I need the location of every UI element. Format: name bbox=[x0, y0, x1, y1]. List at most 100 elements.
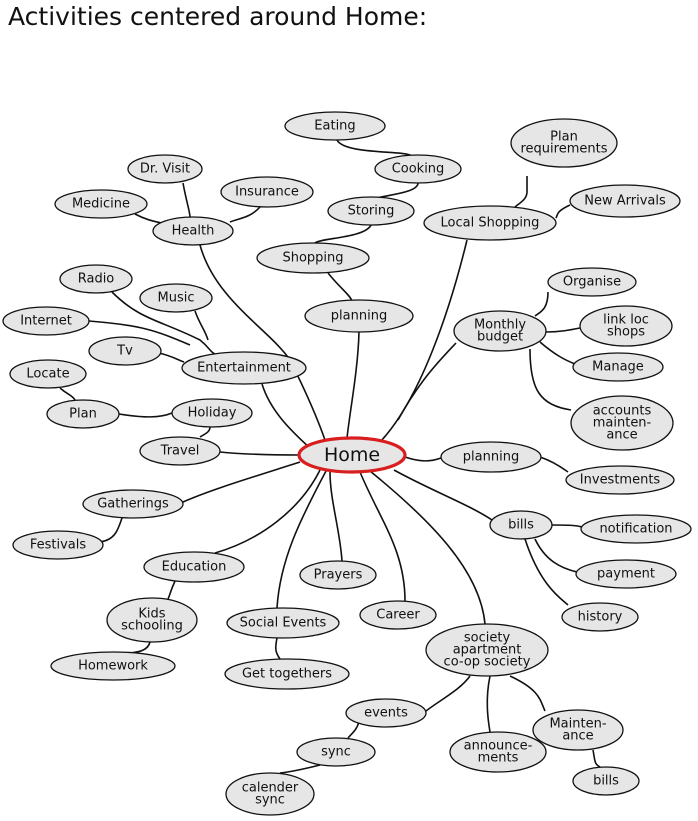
node-label: Insurance bbox=[235, 185, 299, 200]
node-label: Social Events bbox=[240, 616, 327, 631]
node-label: announce- bbox=[464, 739, 533, 754]
node-insurance: Insurance bbox=[220, 176, 314, 208]
node-education: Education bbox=[143, 551, 245, 583]
node-bubble bbox=[139, 283, 213, 313]
node-label: Get togethers bbox=[242, 667, 332, 682]
connector-line bbox=[129, 641, 151, 654]
node-prayers: Prayers bbox=[299, 560, 377, 590]
node-label: sync bbox=[321, 745, 351, 760]
node-label: Education bbox=[162, 560, 227, 575]
connector-line bbox=[88, 320, 191, 346]
node-bubble bbox=[12, 530, 104, 560]
node-bubble bbox=[374, 154, 462, 184]
node-label: Monthly bbox=[474, 318, 526, 333]
node-bubble bbox=[489, 510, 553, 540]
page-title: Activities centered around Home: bbox=[8, 2, 428, 31]
node-label: Organise bbox=[563, 275, 621, 290]
node-label: mainten- bbox=[593, 416, 652, 431]
node-label: bills bbox=[593, 774, 619, 789]
connector-line bbox=[182, 182, 191, 218]
connector-line bbox=[59, 387, 76, 401]
node-radio: Radio bbox=[59, 264, 133, 294]
node-health: Health bbox=[152, 216, 234, 246]
node-tv: Tv bbox=[88, 336, 162, 366]
node-label: Locate bbox=[26, 367, 69, 382]
node-new-arrivals: New Arrivals bbox=[569, 184, 681, 218]
connector-line bbox=[397, 342, 457, 421]
node-manage: Manage bbox=[572, 352, 664, 382]
node-label: Homework bbox=[78, 659, 148, 674]
node-planning-top: planning bbox=[304, 299, 414, 333]
node-label: Shopping bbox=[282, 251, 343, 266]
node-label: Kids bbox=[138, 607, 165, 622]
connector-line bbox=[524, 538, 569, 606]
connector-line bbox=[534, 538, 578, 573]
node-label: link loc bbox=[603, 313, 649, 328]
node-bills: bills bbox=[489, 510, 553, 540]
node-bubble bbox=[575, 559, 677, 589]
node-label: Medicine bbox=[72, 197, 130, 212]
node-label: Dr. Visit bbox=[140, 162, 190, 177]
node-label: notification bbox=[599, 522, 672, 537]
node-get-togethers: Get togethers bbox=[224, 658, 350, 690]
node-label: Travel bbox=[160, 444, 200, 459]
connector-line bbox=[111, 291, 216, 355]
node-label: schooling bbox=[121, 619, 183, 634]
connector-line bbox=[509, 675, 546, 712]
connector-line bbox=[157, 352, 185, 363]
node-label: ance bbox=[562, 729, 593, 744]
node-bubble bbox=[284, 111, 386, 141]
node-label: ance bbox=[606, 428, 637, 443]
node-bubble bbox=[256, 242, 370, 274]
node-bubble bbox=[359, 600, 437, 630]
node-label: New Arrivals bbox=[584, 194, 666, 209]
connector-line bbox=[199, 426, 211, 438]
node-label: history bbox=[578, 610, 623, 625]
node-label: planning bbox=[331, 309, 387, 324]
node-bubble bbox=[225, 772, 315, 816]
node-label: sync bbox=[255, 793, 285, 808]
node-bubble bbox=[569, 184, 681, 218]
node-career: Career bbox=[359, 600, 437, 630]
node-label: accounts bbox=[593, 404, 652, 419]
node-bubble bbox=[299, 560, 377, 590]
connector-line bbox=[167, 580, 176, 600]
node-bubble bbox=[220, 176, 314, 208]
node-announcements: announce-ments bbox=[449, 731, 547, 773]
node-bubble bbox=[171, 398, 253, 428]
connector-line bbox=[425, 675, 471, 712]
connector-line bbox=[336, 139, 413, 157]
node-payment: payment bbox=[575, 559, 677, 589]
node-bubble bbox=[570, 395, 674, 451]
connector-line bbox=[551, 524, 583, 528]
node-bubble bbox=[181, 351, 307, 385]
node-label: Eating bbox=[314, 119, 355, 134]
node-events: events bbox=[345, 698, 427, 728]
node-bubble bbox=[226, 607, 340, 639]
node-label: payment bbox=[597, 567, 655, 582]
connector-line bbox=[314, 224, 372, 244]
connector-line bbox=[346, 331, 360, 439]
node-bubble bbox=[46, 399, 120, 429]
node-label: Investments bbox=[580, 473, 661, 488]
node-bubble bbox=[54, 189, 148, 219]
node-label: Music bbox=[158, 291, 195, 306]
connector-line bbox=[276, 470, 327, 609]
connector-line bbox=[194, 310, 209, 341]
node-bills2: bills bbox=[572, 766, 640, 796]
node-label: budget bbox=[477, 330, 523, 345]
node-bubble bbox=[440, 441, 542, 473]
node-gatherings: Gatherings bbox=[82, 489, 184, 519]
node-label: shops bbox=[607, 325, 645, 340]
connector-line bbox=[214, 469, 321, 554]
node-bubble bbox=[127, 154, 203, 184]
node-label: Career bbox=[376, 608, 420, 623]
connector-line bbox=[329, 471, 343, 562]
connector-line bbox=[99, 517, 123, 543]
